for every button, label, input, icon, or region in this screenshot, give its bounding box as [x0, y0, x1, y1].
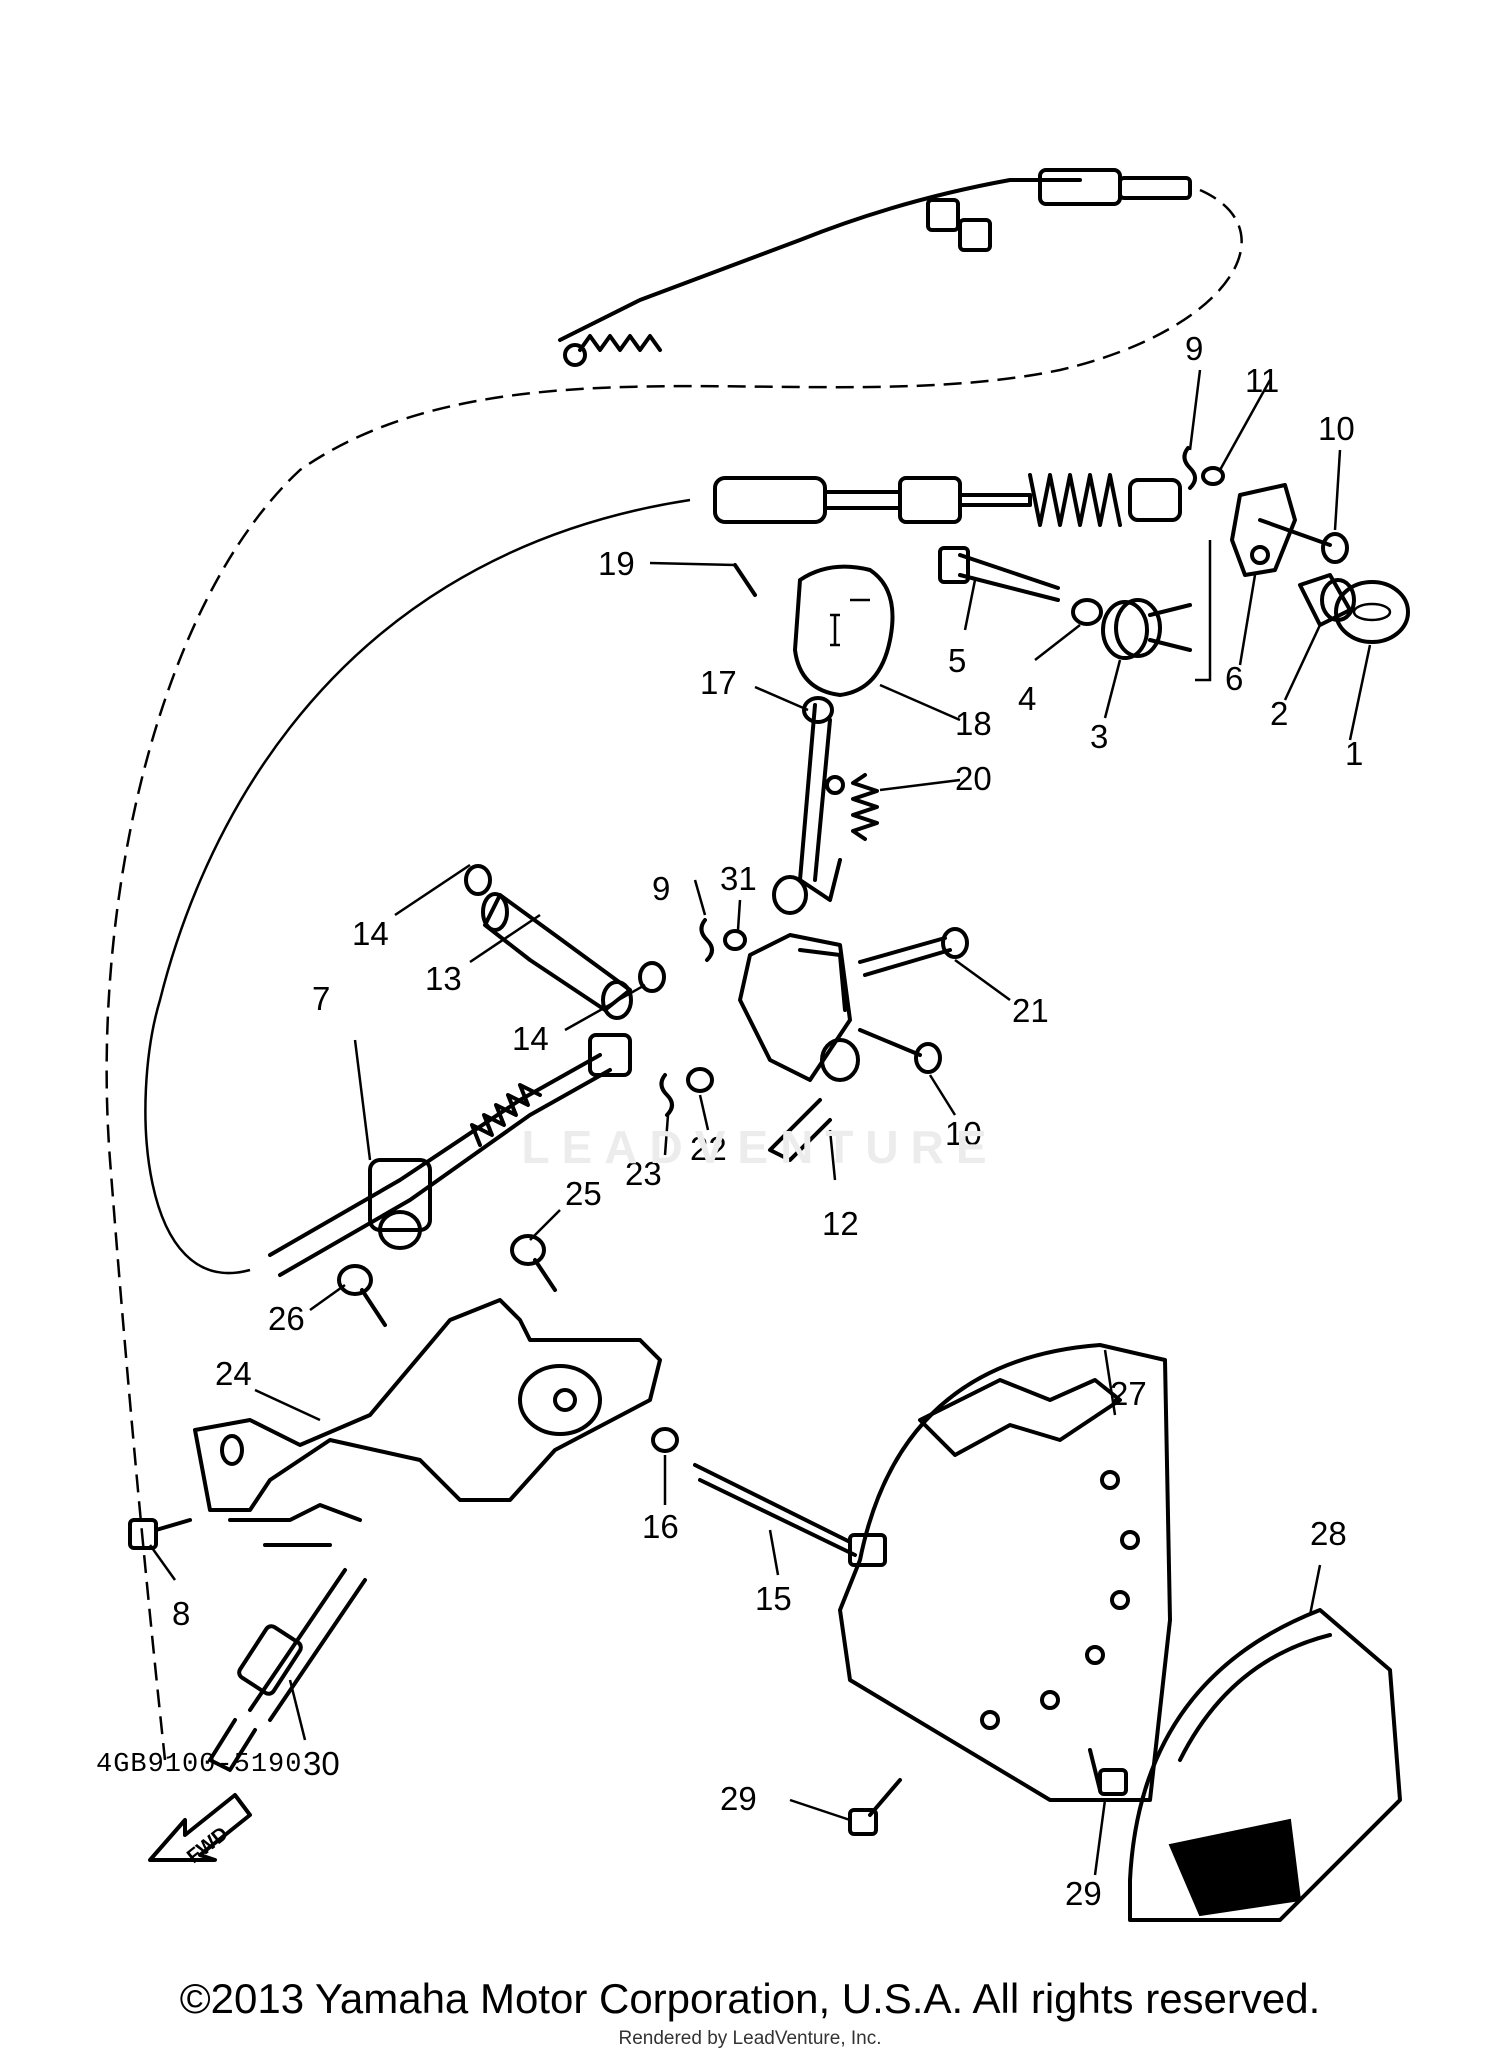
- callout-13: 13: [425, 960, 462, 997]
- callout-9-mid: 9: [652, 870, 670, 907]
- part-9-clip-mid: [699, 918, 714, 962]
- part-8-bolt: [128, 1518, 192, 1550]
- rendered-by-notice: Rendered by LeadVenture, Inc.: [618, 2028, 882, 2049]
- part-26-bolt: [337, 1264, 387, 1327]
- callout-8: 8: [172, 1595, 190, 1632]
- callout-10-top: 10: [1318, 410, 1355, 447]
- callout-19: 19: [598, 545, 635, 582]
- part-28-guard: [1128, 1608, 1402, 1922]
- part-21-pin: [858, 927, 969, 977]
- part-1-cap: [1334, 580, 1410, 644]
- part-14-oring-lower: [638, 961, 666, 993]
- part-10-pin-lower: [858, 1028, 942, 1074]
- part-13-sleeve: [481, 892, 633, 1020]
- part-4-washer: [1071, 598, 1103, 626]
- callout-31: 31: [720, 860, 757, 897]
- part-17-shift-rod: [772, 696, 842, 915]
- part-22-washer: [686, 1067, 714, 1093]
- part-25-bolt: [510, 1234, 557, 1292]
- cable-routing-line: [105, 188, 1243, 1761]
- callout-7: 7: [312, 980, 330, 1017]
- callout-14-upper: 14: [352, 915, 389, 952]
- cable-routing-line-2: [144, 498, 691, 1275]
- part-29-bolt-left: [848, 1778, 902, 1836]
- callout-28: 28: [1310, 1515, 1347, 1552]
- part-20-spring: [825, 773, 879, 841]
- part-29-bolt-right: [1088, 1748, 1128, 1796]
- callout-4: 4: [1018, 680, 1036, 717]
- callout-5: 5: [948, 642, 966, 679]
- callout-26: 26: [268, 1300, 305, 1337]
- callout-16: 16: [642, 1508, 679, 1545]
- upper-cable-end: [558, 168, 1192, 367]
- part-2-collar: [1298, 573, 1356, 627]
- watermark: LEADVENTURE: [521, 1121, 999, 1173]
- callout-6: 6: [1225, 660, 1243, 697]
- part-12-lever-bracket: [738, 933, 860, 1162]
- callout-23: 23: [625, 1155, 662, 1192]
- callout-9-top: 9: [1185, 330, 1203, 367]
- callout-2: 2: [1270, 695, 1288, 732]
- part-14-oring-upper: [464, 864, 492, 896]
- callout-29-right: 29: [1065, 1875, 1102, 1912]
- callout-11: 11: [1245, 362, 1279, 399]
- part-27-cover: [838, 1343, 1172, 1802]
- part-3-spring: [1101, 598, 1192, 660]
- copyright-notice: ©2013 Yamaha Motor Corporation, U.S.A. A…: [179, 1975, 1321, 2022]
- shift-cable-upper: [713, 473, 1182, 527]
- callout-labels: 1 2 3 4 5 6 7 8 9 9 10 10 11 12 13 14 14…: [172, 330, 1363, 1912]
- callout-21: 21: [1012, 992, 1049, 1029]
- callout-30: 30: [303, 1745, 340, 1782]
- part-11-washer: [1201, 466, 1225, 486]
- fwd-arrow-icon: FWD: [148, 1793, 252, 1868]
- part-5-bolt: [938, 546, 1060, 602]
- part-23-clip: [659, 1073, 674, 1117]
- callout-27: 27: [1110, 1375, 1147, 1412]
- leader-lines: [148, 369, 1372, 1876]
- part-19-screw: [733, 563, 757, 597]
- part-15-long-bolt: [693, 1463, 887, 1567]
- part-31-washer: [723, 929, 747, 951]
- callout-29-left: 29: [720, 1780, 757, 1817]
- callout-18: 18: [955, 705, 992, 742]
- part-30-cable-end: [208, 1568, 367, 1772]
- part-6-lever: [1195, 483, 1297, 682]
- part-10-pin-top: [1258, 518, 1349, 564]
- callout-24: 24: [215, 1355, 252, 1392]
- part-7-cable-end: [268, 1033, 632, 1277]
- callout-12: 12: [822, 1205, 859, 1242]
- part-16-washer: [651, 1427, 679, 1453]
- callout-1: 1: [1345, 735, 1363, 772]
- part-9-clip-top: [1182, 446, 1197, 490]
- drawing-code: 4GB9100-5190: [96, 1750, 303, 1780]
- callout-20: 20: [955, 760, 992, 797]
- part-18-knob: [793, 564, 895, 697]
- callout-3: 3: [1090, 718, 1108, 755]
- callout-10-lower: 10: [945, 1115, 982, 1152]
- callout-14-lower: 14: [512, 1020, 549, 1057]
- part-24-bracket: [193, 1298, 662, 1547]
- callout-22: 22: [690, 1130, 727, 1167]
- callout-25: 25: [565, 1175, 602, 1212]
- callout-17: 17: [700, 664, 737, 701]
- callout-15: 15: [755, 1580, 792, 1617]
